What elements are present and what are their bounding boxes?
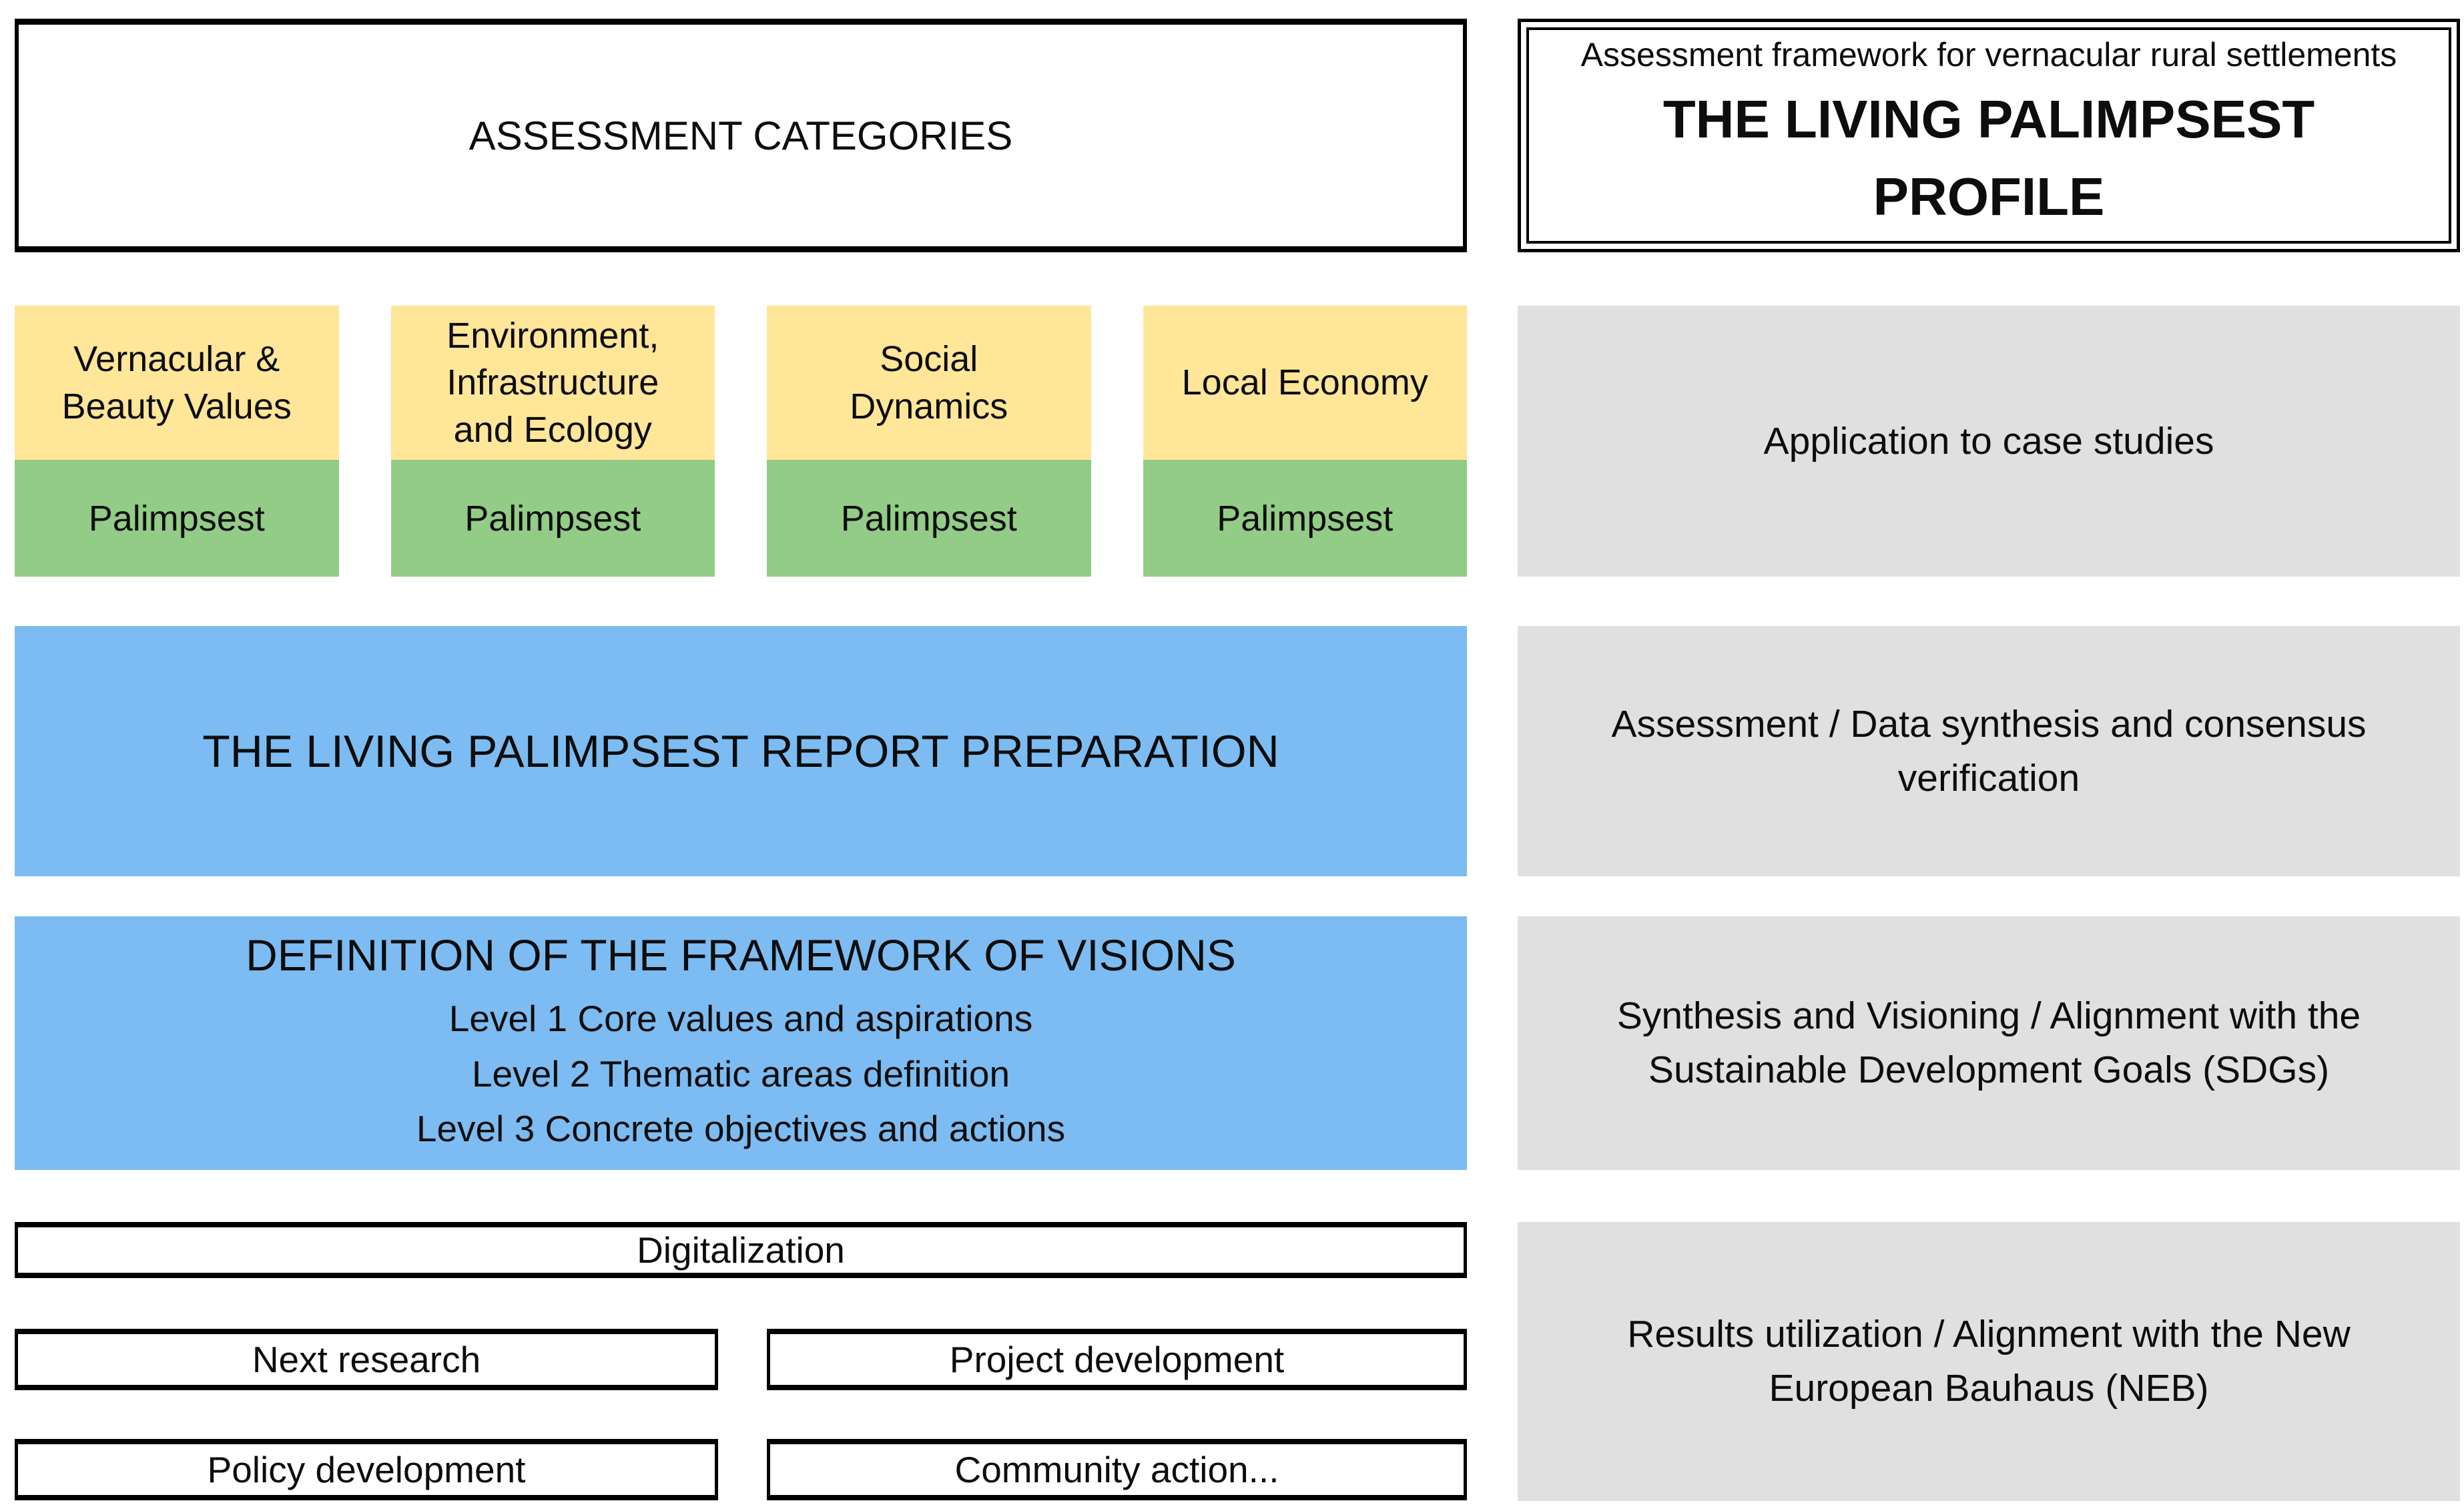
outcome-next-research: Next research: [15, 1329, 718, 1390]
report-preparation-box: THE LIVING PALIMPSEST REPORT PREPARATION: [15, 626, 1467, 876]
stage-label: Application to case studies: [1763, 419, 2214, 463]
outcome-project-development: Project development: [767, 1329, 1467, 1390]
palimpsest-label: Palimpsest: [767, 460, 1091, 577]
framework-level-3: Level 3 Concrete objectives and actions: [416, 1108, 1066, 1150]
palimpsest-label: Palimpsest: [15, 460, 339, 577]
results-group: Digitalization Next research Project dev…: [15, 1222, 1467, 1501]
report-preparation-row: THE LIVING PALIMPSEST REPORT PREPARATION…: [15, 626, 2460, 876]
assessment-categories-title: ASSESSMENT CATEGORIES: [469, 113, 1013, 158]
outcome-community-action: Community action...: [767, 1439, 1467, 1500]
stage-label: Results utilization / Alignment with the…: [1627, 1313, 2351, 1410]
category-label: Vernacular &Beauty Values: [15, 306, 339, 460]
outcome-label: Community action...: [954, 1449, 1279, 1490]
categories-row: Vernacular &Beauty Values Palimpsest Env…: [15, 306, 2460, 577]
assessment-categories-box: ASSESSMENT CATEGORIES: [15, 19, 1467, 252]
stage-label: Synthesis and Visioning / Alignment with…: [1616, 994, 2361, 1091]
stage-synthesis-visioning: Synthesis and Visioning / Alignment with…: [1518, 916, 2460, 1170]
framework-level-2: Level 2 Thematic areas definition: [471, 1052, 1010, 1095]
palimpsest-label: Palimpsest: [390, 460, 715, 577]
framework-visions-title: DEFINITION OF THE FRAMEWORK OF VISIONS: [246, 930, 1236, 980]
outcome-label: Project development: [949, 1339, 1285, 1380]
category-local-economy: Local Economy Palimpsest: [1143, 306, 1467, 577]
living-palimpsest-profile-box: Assessment framework for vernacular rura…: [1518, 19, 2460, 252]
digitalization-box: Digitalization: [15, 1222, 1467, 1278]
results-row: Digitalization Next research Project dev…: [15, 1222, 2460, 1501]
framework-visions-box: DEFINITION OF THE FRAMEWORK OF VISIONS L…: [15, 916, 1467, 1170]
report-preparation-title: THE LIVING PALIMPSEST REPORT PREPARATION: [202, 725, 1279, 777]
framework-visions-row: DEFINITION OF THE FRAMEWORK OF VISIONS L…: [15, 916, 2460, 1170]
profile-subtitle: Assessment framework for vernacular rura…: [1580, 36, 2397, 73]
outcome-label: Next research: [252, 1339, 481, 1380]
framework-level-1: Level 1 Core values and aspirations: [448, 998, 1033, 1040]
palimpsest-label: Palimpsest: [1143, 460, 1467, 577]
outcome-grid: Next research Project development Policy…: [15, 1329, 1467, 1500]
category-vernacular-beauty: Vernacular &Beauty Values Palimpsest: [15, 306, 339, 577]
stage-label: Assessment / Data synthesis and consensu…: [1611, 702, 2367, 800]
header-row: ASSESSMENT CATEGORIES Assessment framewo…: [15, 19, 2460, 252]
category-label: Local Economy: [1143, 306, 1467, 460]
stage-application-case-studies: Application to case studies: [1518, 306, 2460, 577]
outcome-policy-development: Policy development: [15, 1439, 718, 1500]
profile-title: THE LIVING PALIMPSEST PROFILE: [1662, 89, 2315, 226]
outcome-label: Policy development: [207, 1449, 526, 1490]
digitalization-label: Digitalization: [637, 1229, 845, 1271]
stage-results-utilization: Results utilization / Alignment with the…: [1518, 1222, 2460, 1501]
stage-assessment-synthesis: Assessment / Data synthesis and consensu…: [1518, 626, 2460, 876]
categories-group: Vernacular &Beauty Values Palimpsest Env…: [15, 306, 1467, 577]
living-palimpsest-profile-inner: Assessment framework for vernacular rura…: [1526, 27, 2451, 244]
